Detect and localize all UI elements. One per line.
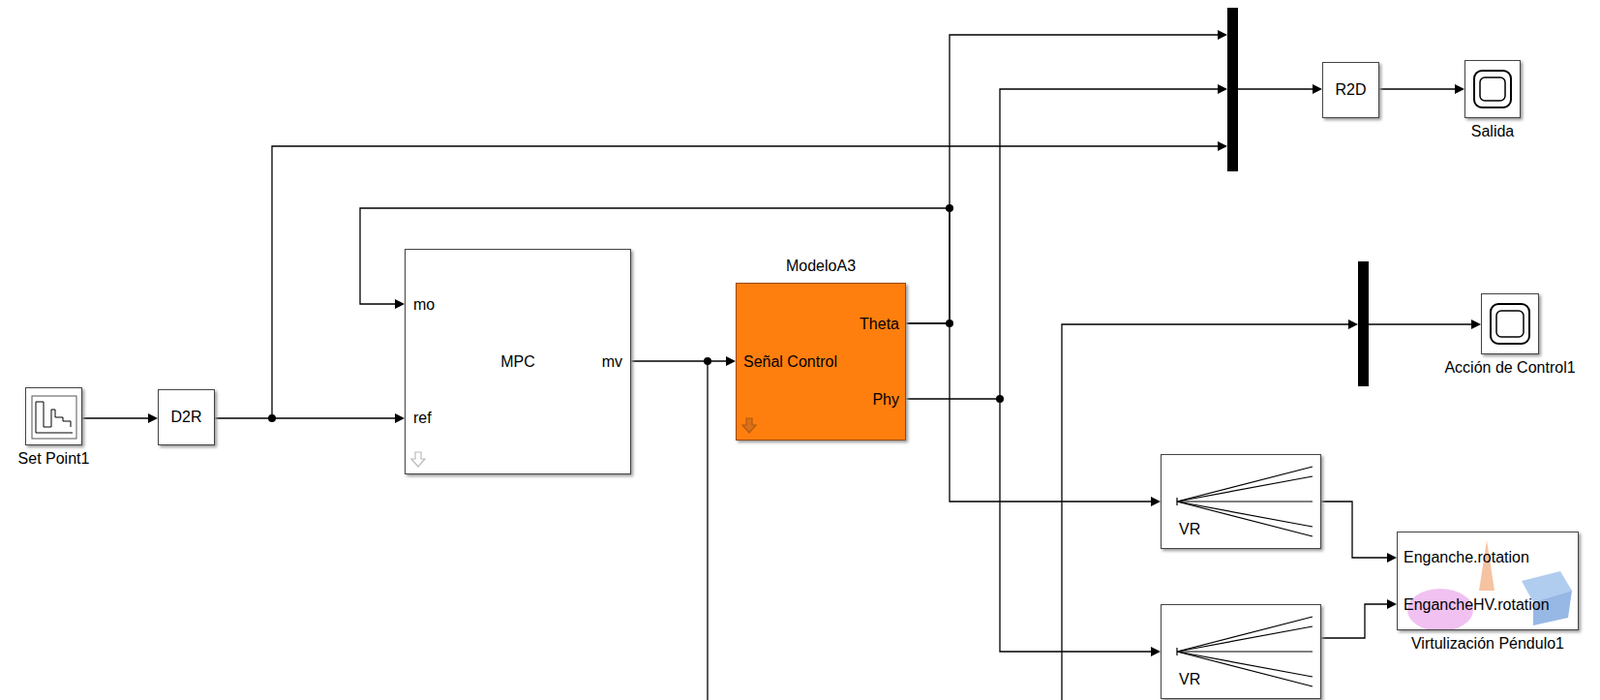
block-name: MPC bbox=[500, 353, 536, 371]
port-label: ref bbox=[413, 409, 432, 427]
port-label: Phy bbox=[872, 391, 900, 409]
mpc-controller-block: mo ref MPC mv bbox=[404, 248, 632, 475]
block-label: Set Point1 bbox=[18, 450, 91, 468]
block-name: R2D bbox=[1334, 81, 1366, 99]
block-icon bbox=[26, 388, 82, 445]
signal-line bbox=[1321, 599, 1397, 638]
block-icon bbox=[1481, 294, 1539, 354]
signal-wires bbox=[271, 34, 1474, 700]
mux-bar bbox=[1358, 261, 1369, 387]
signal-line bbox=[1321, 501, 1397, 563]
vr-signal-expander: VR bbox=[1160, 453, 1322, 549]
port-label: Señal Control bbox=[743, 353, 838, 371]
signal-line bbox=[905, 398, 1161, 657]
block-icon bbox=[1465, 60, 1520, 118]
block-name: D2R bbox=[170, 408, 202, 426]
port-label: Theta bbox=[859, 315, 900, 333]
vr-signal-expander: VR bbox=[1160, 603, 1322, 699]
signal-line bbox=[631, 356, 736, 366]
mux-bar bbox=[1227, 7, 1238, 172]
signal-line bbox=[82, 413, 158, 423]
subsystem-block: ModeloA3Señal ControlThetaPhy bbox=[735, 282, 906, 441]
signal-line bbox=[1379, 84, 1465, 94]
port-label: mo bbox=[413, 296, 435, 314]
port-label: Enganche.rotation bbox=[1403, 548, 1530, 567]
port-label: mv bbox=[602, 353, 623, 371]
block-name: VR bbox=[1178, 670, 1201, 689]
block-name: VR bbox=[1178, 520, 1201, 539]
gain-block: D2R bbox=[157, 389, 215, 446]
block-icon bbox=[1397, 532, 1578, 630]
signal-builder-block: Set Point1 bbox=[25, 387, 83, 446]
wire-arrowheads bbox=[1217, 30, 1481, 330]
port-label: EngancheHV.rotation bbox=[1403, 596, 1550, 614]
scope-block: Acción de Control1 bbox=[1480, 293, 1540, 355]
block-label: Virtulización Péndulo1 bbox=[1411, 634, 1565, 653]
gain-block: R2D bbox=[1322, 61, 1380, 119]
block-label: ModeloA3 bbox=[785, 257, 856, 275]
block-label: Acción de Control1 bbox=[1444, 359, 1575, 377]
signal-line bbox=[905, 323, 1161, 507]
signal-line bbox=[214, 413, 405, 423]
vr-world-block: Enganche.rotationEngancheHV.rotationVirt… bbox=[1396, 531, 1579, 631]
block-label: Salida bbox=[1471, 122, 1514, 141]
scope-block: Salida bbox=[1464, 60, 1521, 119]
